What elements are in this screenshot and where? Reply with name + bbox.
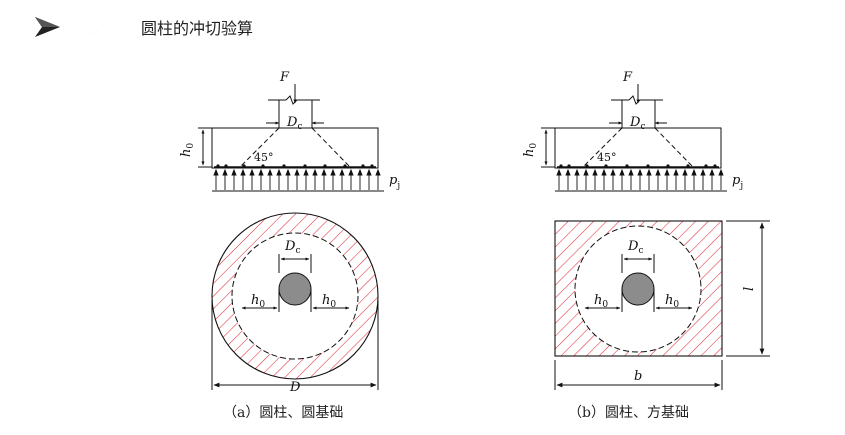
depth-label-plan-b-left: h0: [594, 293, 608, 310]
force-label-b: F: [622, 70, 633, 85]
plan-b: Dc h0 h0 b l: [554, 220, 770, 390]
pressure-arrow-head: [222, 168, 228, 176]
footing-section-b: [554, 127, 722, 169]
pressure-arrow-head: [231, 168, 237, 176]
pressure-arrow-head: [700, 168, 706, 176]
pressure-arrow-head: [285, 168, 291, 176]
outer-diameter-label: D: [289, 380, 301, 395]
round-column-a: [278, 272, 312, 306]
section-title: 圆柱的冲切验算: [141, 19, 254, 38]
pressure-arrow-head: [556, 168, 562, 176]
column-width-label-b: Dc: [629, 115, 645, 132]
pressure-arrow-head: [357, 168, 363, 176]
pressure-arrow-head: [565, 168, 571, 176]
pressure-arrow-head: [267, 168, 273, 176]
pressure-label-b: pj: [732, 173, 743, 191]
arrow-bullet-icon: [35, 17, 60, 37]
column-width-label-plan-b: Dc: [627, 239, 643, 256]
punching-shear-figure: F Dc h0 45° pj: [179, 70, 770, 395]
caption-b: （b）圆柱、方基础: [568, 405, 689, 421]
pressure-arrow-head: [574, 168, 580, 176]
pressure-arrow-head: [682, 168, 688, 176]
angle-label-b: 45°: [597, 151, 617, 164]
pressure-arrow-head: [601, 168, 607, 176]
elevation-b: [541, 84, 727, 192]
pressure-arrow-head: [655, 168, 661, 176]
angle-label-a: 45°: [254, 151, 274, 164]
plan-a: Dc h0 h0 D: [211, 212, 379, 395]
pressure-arrow-head: [664, 168, 670, 176]
pressure-arrow-head: [294, 168, 300, 176]
depth-label-plan-b-right: h0: [665, 293, 679, 310]
pressure-arrow-head: [321, 168, 327, 176]
pressure-arrows-a: [213, 168, 381, 190]
side-l-label: l: [742, 287, 757, 291]
depth-label-a: h0: [179, 143, 196, 157]
pressure-arrow-head: [339, 168, 345, 176]
pressure-arrow-head: [366, 168, 372, 176]
footing-section: [211, 127, 379, 169]
side-b-label: b: [634, 369, 642, 384]
force-label-a: F: [279, 70, 290, 85]
pressure-label-a: pj: [389, 173, 400, 191]
column-width-label-a: Dc: [286, 115, 302, 132]
depth-label-plan-a-right: h0: [322, 293, 336, 310]
pressure-arrow-head: [610, 168, 616, 176]
pressure-arrow-head: [646, 168, 652, 176]
depth-label-b: h0: [522, 143, 539, 157]
pressure-arrow-head: [709, 168, 715, 176]
pressure-arrow-head: [628, 168, 634, 176]
pressure-arrows-b: [556, 168, 724, 190]
pressure-arrow-head: [249, 168, 255, 176]
pressure-arrow-head: [258, 168, 264, 176]
pressure-arrow-head: [718, 168, 724, 176]
rebar-dots-a: [216, 164, 374, 168]
pressure-arrow-head: [691, 168, 697, 176]
pressure-arrow-head: [619, 168, 625, 176]
pressure-arrow-head: [375, 168, 381, 176]
rebar-dots-b: [559, 164, 717, 168]
punching-area-b: [555, 221, 722, 356]
pressure-arrow-head: [303, 168, 309, 176]
case-label: 情况三: [72, 19, 124, 39]
pressure-arrow-head: [240, 168, 246, 176]
round-column-b: [621, 272, 655, 306]
pressure-arrow-head: [330, 168, 336, 176]
elevation-a: [198, 84, 384, 192]
pressure-arrow-head: [312, 168, 318, 176]
pressure-arrow-head: [592, 168, 598, 176]
column-width-label-plan-a: Dc: [284, 239, 300, 256]
pressure-arrow-head: [673, 168, 679, 176]
round-footing-outline: [211, 212, 379, 380]
pressure-arrow-head: [348, 168, 354, 176]
depth-label-plan-a-left: h0: [251, 293, 265, 310]
pressure-arrow-head: [637, 168, 643, 176]
pressure-arrow-head: [213, 168, 219, 176]
square-footing-outline: [554, 220, 723, 357]
pressure-arrow-head: [583, 168, 589, 176]
section-header: 情况三 圆柱的冲切验算: [34, 12, 253, 42]
caption-a: （a）圆柱、圆基础: [223, 405, 344, 421]
pressure-arrow-head: [276, 168, 282, 176]
